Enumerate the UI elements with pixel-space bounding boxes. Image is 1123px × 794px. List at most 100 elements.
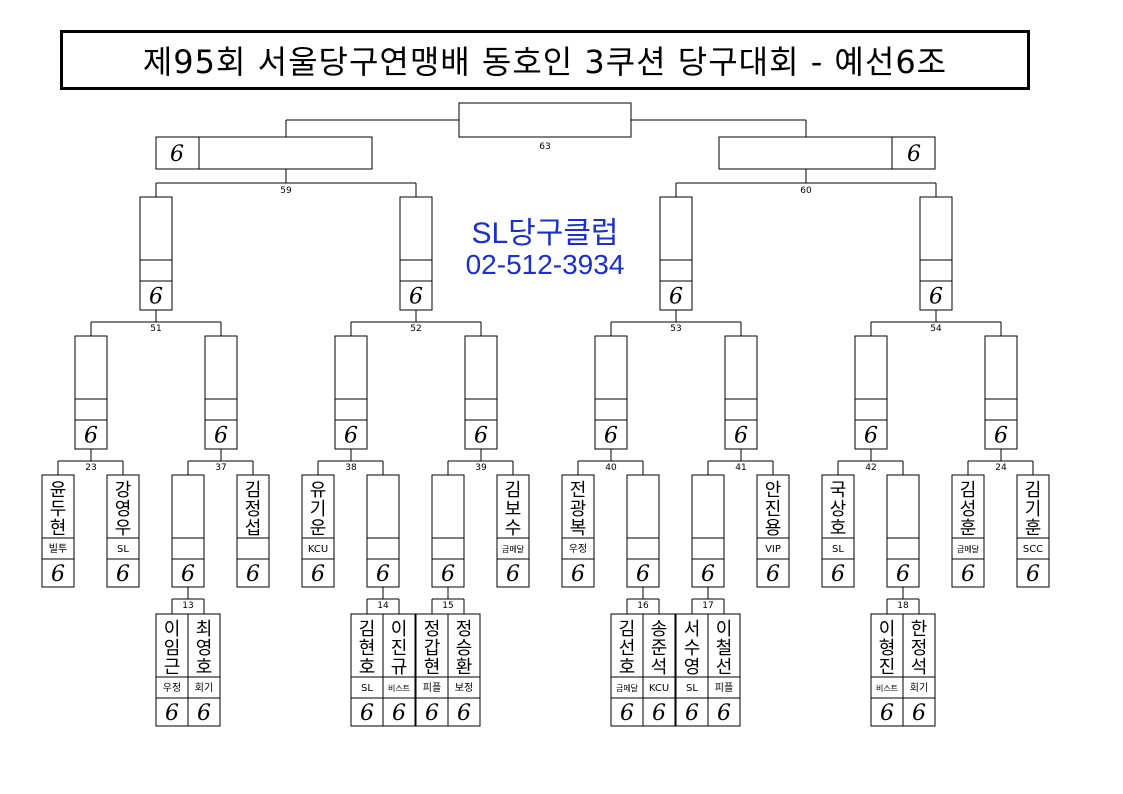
handicap-mark: 6: [457, 701, 471, 726]
player-name-char: 승: [456, 638, 473, 659]
player-name-char: 현: [424, 657, 441, 678]
player-name-char: 김: [619, 619, 636, 640]
player-name-char: 진: [879, 657, 896, 678]
handicap-mark: 6: [864, 423, 878, 448]
player-name-char: 국: [830, 480, 847, 501]
handicap-mark: 6: [766, 562, 780, 587]
player-club: 금메달: [616, 684, 639, 693]
player-card: [41, 474, 75, 588]
player-name-char: 환: [456, 657, 473, 678]
handicap-mark: 6: [994, 423, 1008, 448]
handicap-mark: 6: [620, 701, 634, 726]
player-name-char: 기: [310, 499, 327, 520]
handicap-mark: 6: [474, 423, 488, 448]
player-name-char: 훈: [960, 518, 977, 539]
player-name-char: 영: [684, 657, 701, 678]
handicap-mark: 6: [170, 142, 184, 167]
match-number: 40: [605, 463, 617, 473]
handicap-mark: 6: [441, 562, 455, 587]
handicap-mark: 6: [311, 562, 325, 587]
player-name-char: 정: [911, 638, 928, 659]
player-name-char: 용: [765, 518, 782, 539]
handicap-mark: 6: [246, 562, 260, 587]
match-number: 13: [182, 601, 193, 611]
player-club: 회기: [195, 682, 213, 694]
player-club: 피플: [715, 682, 733, 694]
player-name-char: 석: [911, 657, 928, 678]
match-number: 18: [897, 601, 909, 611]
player-name-char: 준: [651, 638, 668, 659]
handicap-mark: 6: [84, 423, 98, 448]
handicap-mark: 6: [344, 423, 358, 448]
match-number: 38: [345, 463, 357, 473]
match-number: 39: [475, 463, 487, 473]
player-name-char: 김: [245, 480, 262, 501]
player-club: KCU: [649, 683, 669, 694]
handicap-mark: 6: [197, 701, 211, 726]
player-name-char: 근: [164, 657, 181, 678]
player-club: 비스트: [388, 684, 410, 693]
page-title: 제95회 서울당구연맹배 동호인 3쿠션 당구대회 - 예선6조: [142, 43, 948, 81]
handicap-mark: 6: [685, 701, 699, 726]
player-card: [821, 474, 855, 588]
match-number: 42: [865, 463, 876, 473]
player-name-char: 최: [196, 619, 213, 640]
player-name-char: 광: [570, 499, 587, 520]
player-card: [707, 613, 741, 727]
player-card: [642, 613, 676, 727]
final-slot: [458, 102, 632, 138]
handicap-mark: 6: [734, 423, 748, 448]
player-club: KCU: [308, 544, 328, 555]
handicap-mark: 6: [1026, 562, 1040, 587]
player-card: [902, 613, 936, 727]
player-name-char: 철: [716, 638, 733, 659]
match-number: 63: [539, 142, 550, 152]
match-number: 23: [85, 463, 96, 473]
player-name-char: 진: [765, 499, 782, 520]
player-name-char: 김: [505, 480, 522, 501]
player-name-char: 한: [911, 619, 928, 640]
player-name-char: 선: [716, 657, 733, 678]
player-name-char: 형: [879, 638, 896, 659]
player-name-char: 기: [1025, 499, 1042, 520]
player-name-char: 이: [879, 619, 896, 640]
player-club: 보정: [455, 682, 473, 694]
player-name-char: 현: [50, 518, 67, 539]
club-info: SL당구클럽 02-512-3934: [450, 218, 640, 279]
player-name-char: 훈: [1025, 518, 1042, 539]
handicap-mark: 6: [717, 701, 731, 726]
handicap-mark: 6: [912, 701, 926, 726]
handicap-mark: 6: [165, 701, 179, 726]
player-name-char: 두: [50, 499, 67, 520]
player-card: [561, 474, 595, 588]
handicap-mark: 6: [116, 562, 130, 587]
player-name-char: 수: [505, 518, 522, 539]
player-name-char: 상: [830, 499, 847, 520]
player-card: [951, 474, 985, 588]
handicap-mark: 6: [896, 562, 910, 587]
player-name-char: 석: [651, 657, 668, 678]
player-card: [496, 474, 530, 588]
match-number: 52: [410, 324, 421, 334]
player-name-char: 윤: [50, 480, 67, 501]
player-card: [447, 613, 481, 727]
player-name-char: 호: [359, 657, 376, 678]
player-name-char: 서: [684, 619, 701, 640]
handicap-mark: 6: [571, 562, 585, 587]
player-name-char: 진: [391, 638, 408, 659]
player-name-char: 갑: [424, 638, 441, 659]
player-name-char: 호: [196, 657, 213, 678]
match-number: 15: [442, 601, 453, 611]
player-card: [756, 474, 790, 588]
handicap-mark: 6: [214, 423, 228, 448]
player-club: SCC: [1023, 544, 1043, 555]
player-name-char: 복: [570, 518, 587, 539]
player-club: 비스트: [876, 684, 898, 693]
title-box: 제95회 서울당구연맹배 동호인 3쿠션 당구대회 - 예선6조: [60, 30, 1030, 90]
match-number: 37: [215, 463, 226, 473]
player-club: SL: [832, 544, 844, 555]
player-name-char: 김: [960, 480, 977, 501]
handicap-mark: 6: [652, 701, 666, 726]
match-number: 14: [377, 601, 389, 611]
